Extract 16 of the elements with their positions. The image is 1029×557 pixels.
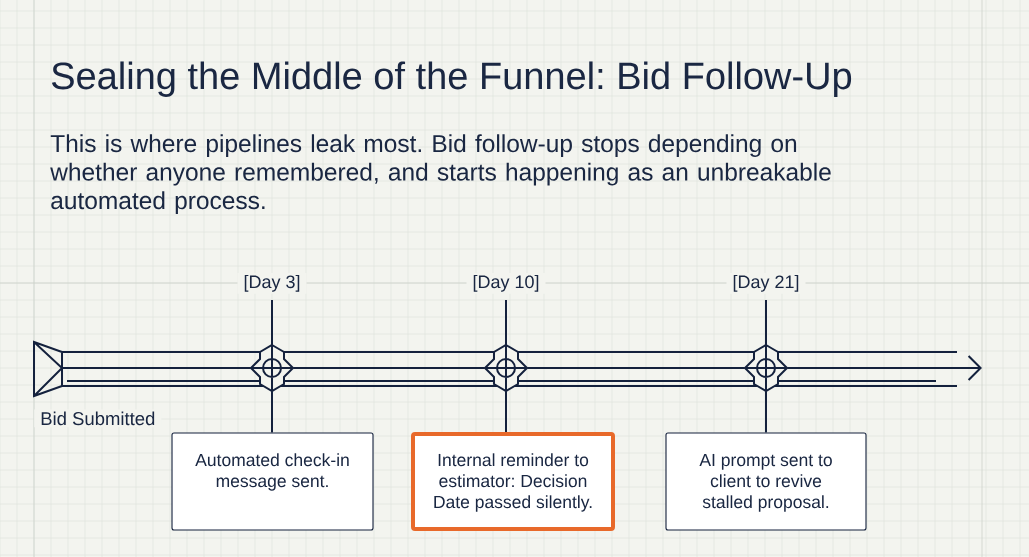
step-box: AI prompt sent to client to revive stalled proposal.	[665, 432, 867, 531]
step-box: Internal reminder to estimator: Decision Date passed silently.	[411, 432, 615, 531]
connector-line	[765, 390, 767, 434]
day-label: [Day 10]	[466, 272, 546, 294]
connector-line	[271, 390, 273, 434]
timeline-line	[61, 367, 252, 369]
timeline-arrow	[786, 355, 982, 381]
timeline-line	[292, 367, 486, 369]
connector-line	[505, 390, 507, 433]
step-box: Automated check-in message sent.	[171, 432, 374, 531]
timeline-line	[526, 367, 746, 369]
title: Sealing the Middle of the Funnel: Bid Follow-Up	[51, 61, 852, 97]
day-label: [Day 3]	[237, 272, 307, 294]
start-marker	[33, 341, 64, 397]
intro-text: This is where pipelines leak most. Bid follow-up stops depending on whether anyone remembered, and starts happening as an unbreakable automated process.	[50, 134, 831, 215]
day-label: [Day 21]	[726, 272, 806, 294]
